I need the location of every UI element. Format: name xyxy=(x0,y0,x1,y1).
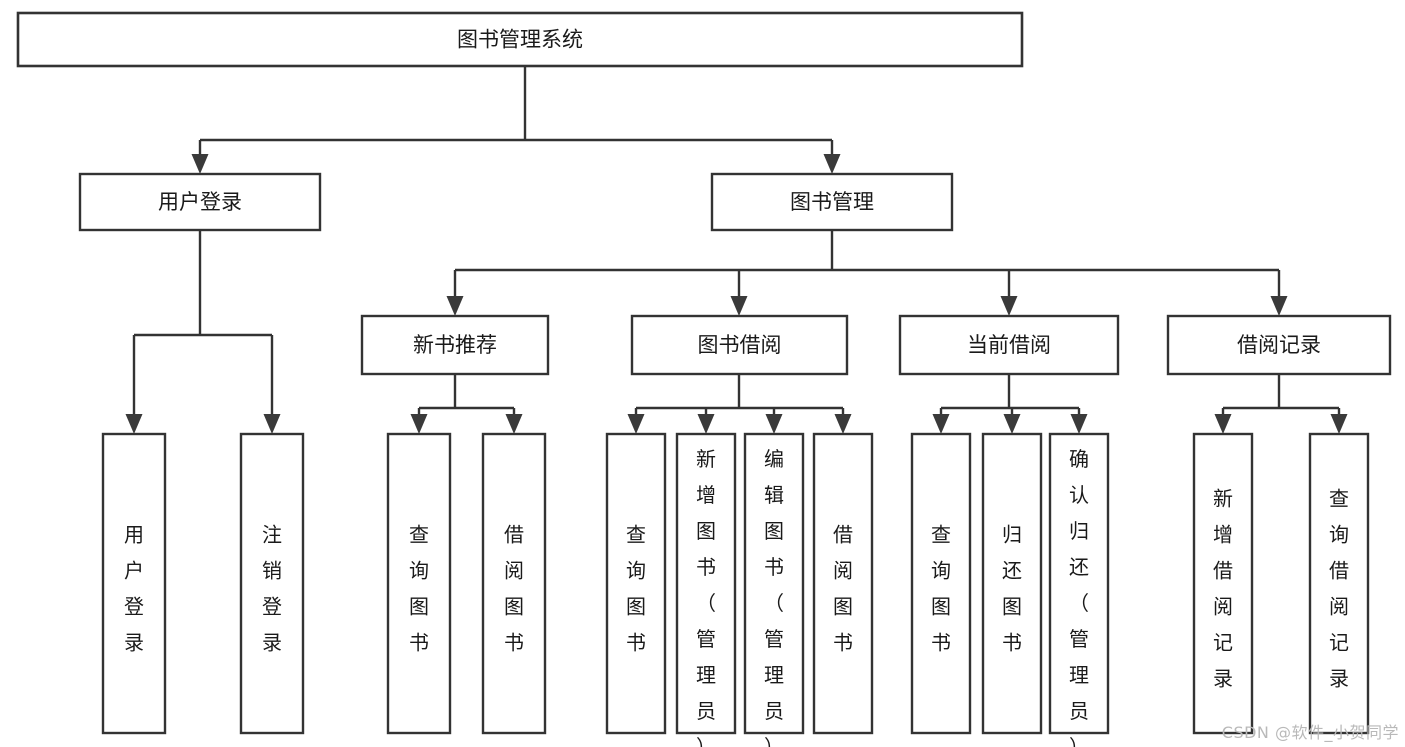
node-box-leaf-user-login[interactable] xyxy=(101,432,167,735)
arrow-head-icon xyxy=(932,414,950,434)
arrow-head-icon xyxy=(627,414,645,434)
arrow-head-icon xyxy=(1003,414,1021,434)
arrow-head-icon xyxy=(1330,414,1348,434)
arrow-head-icon xyxy=(1270,296,1288,316)
node-current-borrow[interactable]: 当前借阅 xyxy=(898,314,1120,376)
node-label-book-borrow: 图书借阅 xyxy=(698,333,782,357)
node-leaf-query-book-borrow[interactable]: 查询图书 xyxy=(605,432,667,735)
node-label-current-borrow: 当前借阅 xyxy=(967,333,1051,357)
node-leaf-query-book-rec[interactable]: 查询图书 xyxy=(386,432,452,735)
node-box-current-borrow[interactable] xyxy=(898,314,1120,376)
arrow-head-icon xyxy=(1214,414,1232,434)
node-box-leaf-add-borrow-record[interactable] xyxy=(1192,432,1254,735)
node-label-borrow-record: 借阅记录 xyxy=(1237,333,1321,357)
node-leaf-logout-login[interactable]: 注销登录 xyxy=(239,432,305,735)
node-leaf-query-borrow-record[interactable]: 查询借阅记录 xyxy=(1308,432,1370,735)
node-label-leaf-query-book-cur: 查询图书 xyxy=(931,522,951,654)
node-label-leaf-query-book-borrow: 查询图书 xyxy=(626,522,646,654)
arrow-head-icon xyxy=(1070,414,1088,434)
node-label-leaf-confirm-return-admin: 确认归还（管理员） xyxy=(1069,447,1089,747)
connector-current-borrow-to-leaves xyxy=(932,374,1088,434)
connector-borrow-record-to-leaves xyxy=(1214,374,1348,434)
node-box-leaf-query-borrow-record[interactable] xyxy=(1308,432,1370,735)
connector-new-book-recommend-to-leaves xyxy=(410,374,523,434)
arrow-head-icon xyxy=(125,414,143,434)
node-label-root: 图书管理系统 xyxy=(457,28,583,52)
node-book-manage[interactable]: 图书管理 xyxy=(710,172,954,232)
arrow-head-icon xyxy=(765,414,783,434)
arrow-head-icon xyxy=(446,296,464,316)
node-label-leaf-borrow-book-rec: 借阅图书 xyxy=(504,522,524,654)
node-label-leaf-user-login: 用户登录 xyxy=(124,522,144,654)
node-label-user-login: 用户登录 xyxy=(158,190,242,214)
node-leaf-edit-book-admin[interactable]: 编辑图书（管理员） xyxy=(743,432,805,747)
node-leaf-borrow-book-rec[interactable]: 借阅图书 xyxy=(481,432,547,735)
node-box-leaf-return-book[interactable] xyxy=(981,432,1043,735)
arrow-head-icon xyxy=(191,154,209,174)
node-box-book-manage[interactable] xyxy=(710,172,954,232)
arrow-head-icon xyxy=(730,296,748,316)
arrow-head-icon xyxy=(834,414,852,434)
node-box-book-borrow[interactable] xyxy=(630,314,849,376)
node-label-book-manage: 图书管理 xyxy=(790,190,874,214)
connectors-layer xyxy=(125,66,1348,434)
node-leaf-borrow-book[interactable]: 借阅图书 xyxy=(812,432,874,735)
arrow-head-icon xyxy=(263,414,281,434)
node-book-borrow[interactable]: 图书借阅 xyxy=(630,314,849,376)
node-box-leaf-edit-book-admin[interactable] xyxy=(743,432,805,735)
arrow-head-icon xyxy=(823,154,841,174)
node-label-leaf-add-book-admin: 新增图书（管理员） xyxy=(696,447,716,747)
nodes-layer: 图书管理系统用户登录图书管理新书推荐图书借阅当前借阅借阅记录用户登录注销登录查询… xyxy=(16,11,1392,747)
node-leaf-add-borrow-record[interactable]: 新增借阅记录 xyxy=(1192,432,1254,735)
node-box-user-login[interactable] xyxy=(78,172,322,232)
node-box-new-book-recommend[interactable] xyxy=(360,314,550,376)
connector-book-borrow-to-leaves xyxy=(627,374,852,434)
node-leaf-query-book-cur[interactable]: 查询图书 xyxy=(910,432,972,735)
node-label-leaf-edit-book-admin: 编辑图书（管理员） xyxy=(764,447,784,747)
node-borrow-record[interactable]: 借阅记录 xyxy=(1166,314,1392,376)
node-leaf-user-login[interactable]: 用户登录 xyxy=(101,432,167,735)
node-box-leaf-query-book-borrow[interactable] xyxy=(605,432,667,735)
arrow-head-icon xyxy=(1000,296,1018,316)
node-box-leaf-query-book-cur[interactable] xyxy=(910,432,972,735)
node-box-root[interactable] xyxy=(16,11,1024,68)
node-user-login[interactable]: 用户登录 xyxy=(78,172,322,232)
node-leaf-add-book-admin[interactable]: 新增图书（管理员） xyxy=(675,432,737,747)
node-box-leaf-query-book-rec[interactable] xyxy=(386,432,452,735)
arrow-head-icon xyxy=(410,414,428,434)
node-label-new-book-recommend: 新书推荐 xyxy=(413,333,497,357)
node-label-leaf-return-book: 归还图书 xyxy=(1002,522,1022,654)
node-box-leaf-borrow-book[interactable] xyxy=(812,432,874,735)
arrow-head-icon xyxy=(697,414,715,434)
node-label-leaf-add-borrow-record: 新增借阅记录 xyxy=(1213,486,1233,690)
node-label-leaf-logout-login: 注销登录 xyxy=(262,522,282,654)
node-root[interactable]: 图书管理系统 xyxy=(16,11,1024,68)
connector-user-login-to-leaves xyxy=(125,230,281,434)
node-box-borrow-record[interactable] xyxy=(1166,314,1392,376)
node-new-book-recommend[interactable]: 新书推荐 xyxy=(360,314,550,376)
node-label-leaf-borrow-book: 借阅图书 xyxy=(833,522,853,654)
node-label-leaf-query-borrow-record: 查询借阅记录 xyxy=(1329,486,1349,690)
arrow-head-icon xyxy=(505,414,523,434)
node-leaf-confirm-return-admin[interactable]: 确认归还（管理员） xyxy=(1048,432,1110,747)
node-box-leaf-confirm-return-admin[interactable] xyxy=(1048,432,1110,735)
node-box-leaf-logout-login[interactable] xyxy=(239,432,305,735)
node-box-leaf-borrow-book-rec[interactable] xyxy=(481,432,547,735)
connector-book-manage-to-level3 xyxy=(446,230,1288,316)
connector-root-to-level2 xyxy=(191,66,841,174)
node-box-leaf-add-book-admin[interactable] xyxy=(675,432,737,735)
node-label-leaf-query-book-rec: 查询图书 xyxy=(409,522,429,654)
node-leaf-return-book[interactable]: 归还图书 xyxy=(981,432,1043,735)
